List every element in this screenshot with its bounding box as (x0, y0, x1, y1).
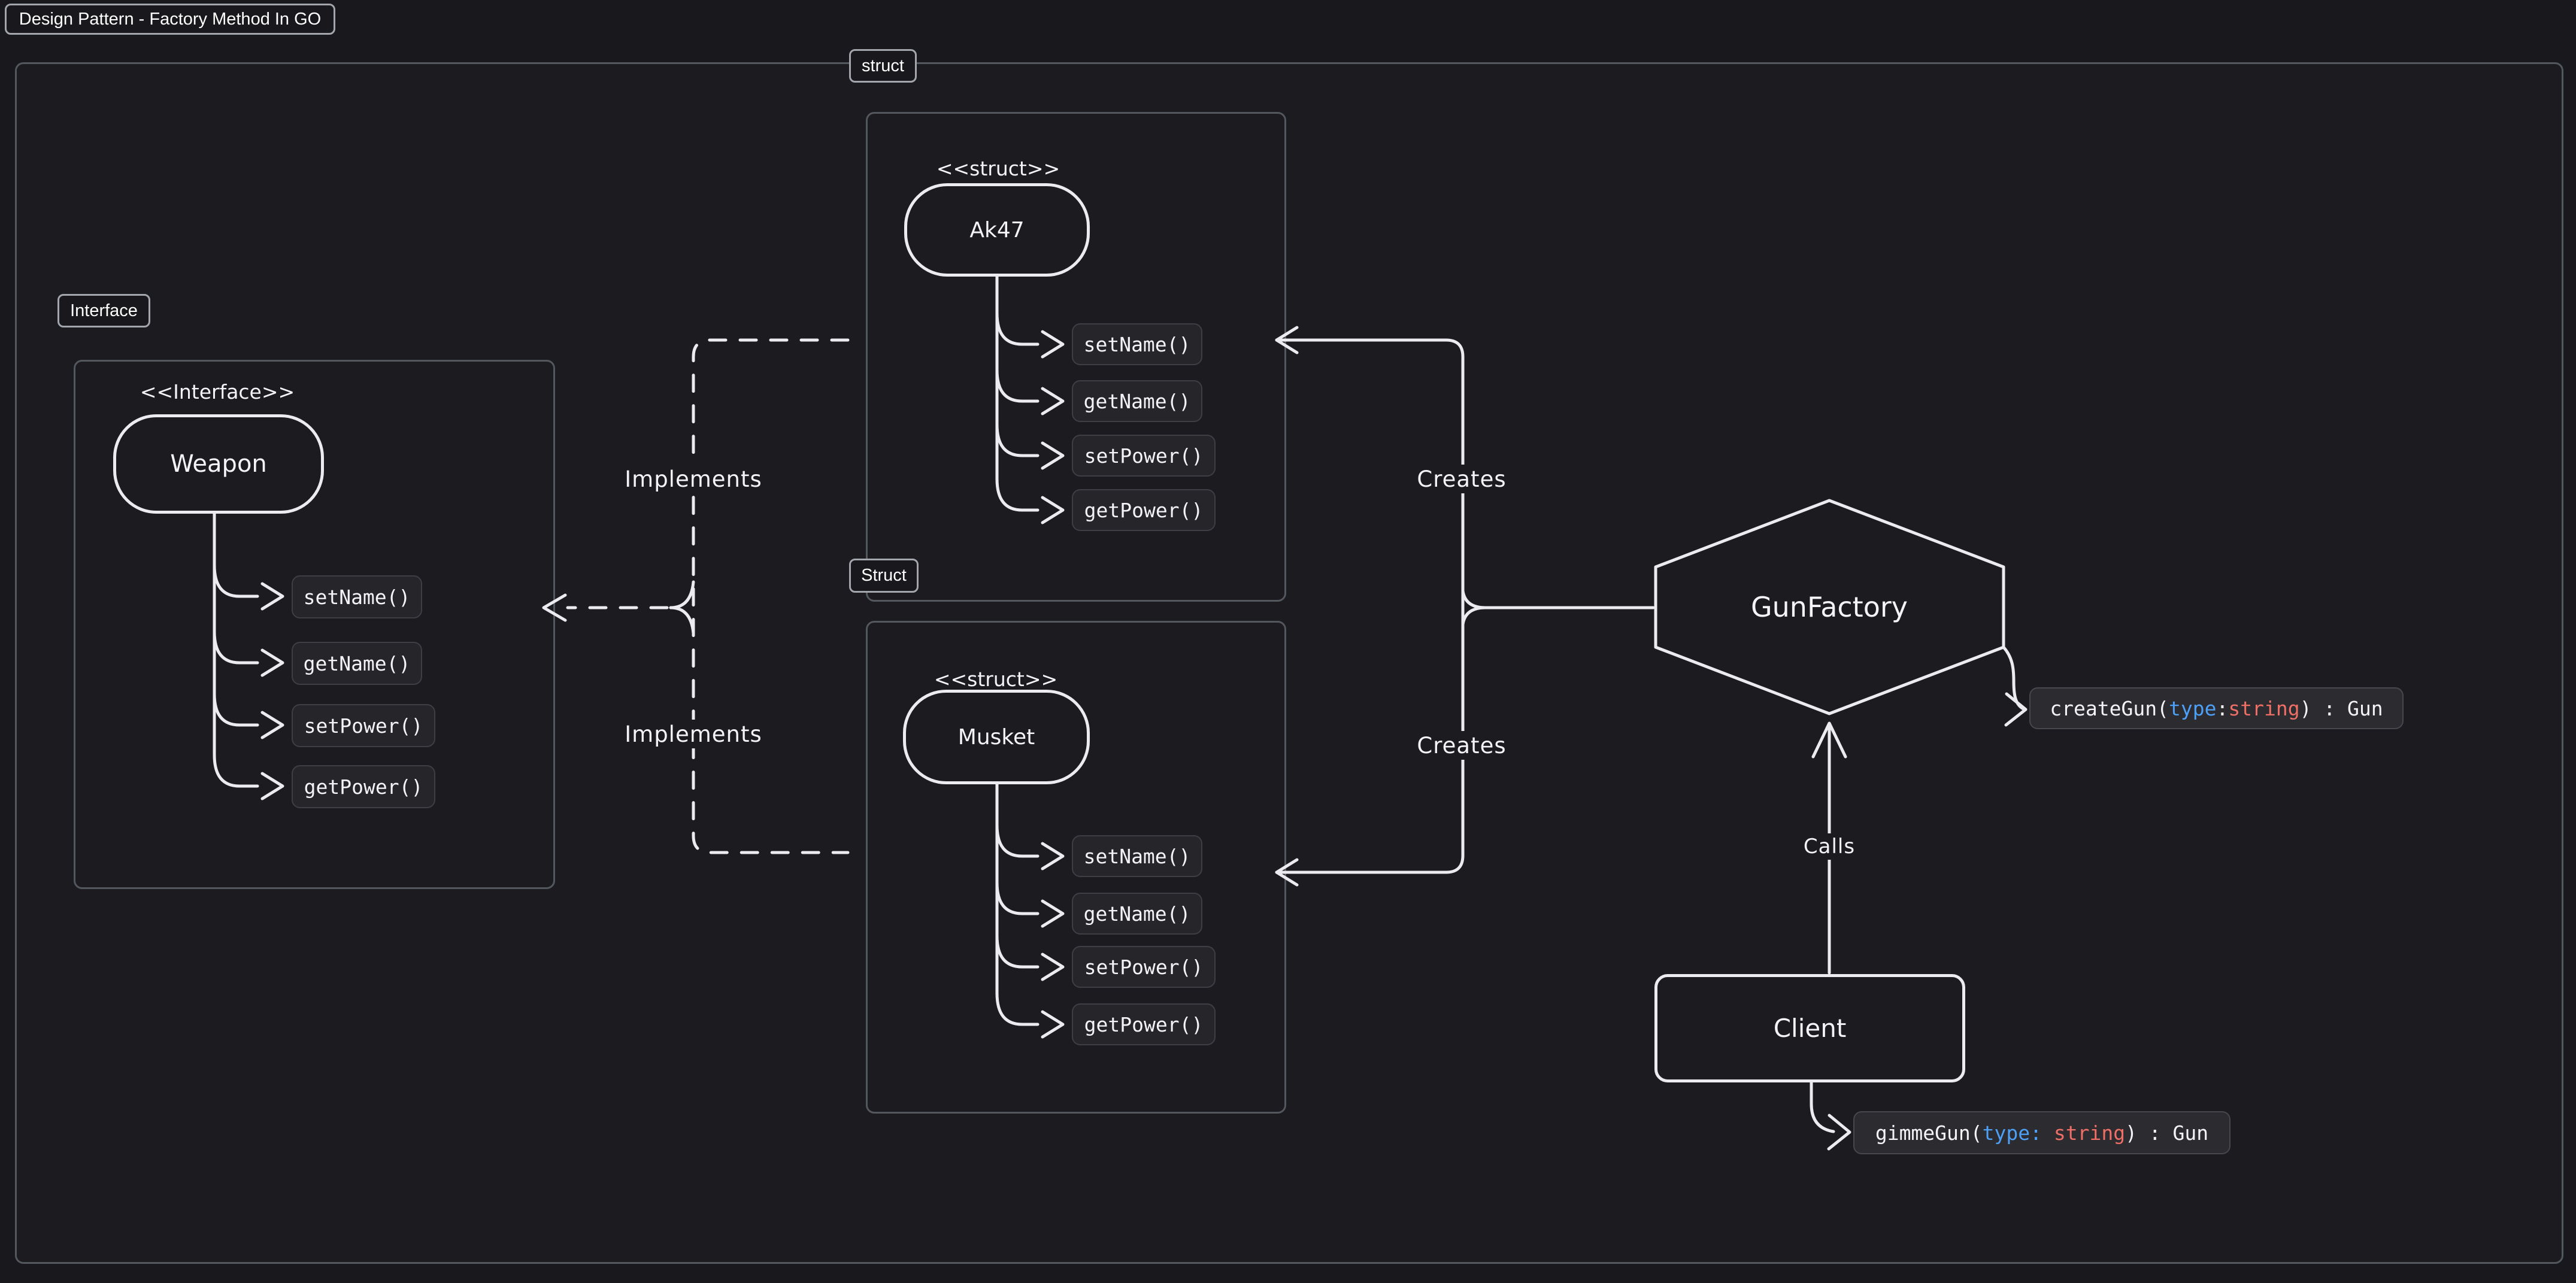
method-ak47-setname[interactable]: setName() (1072, 323, 1202, 365)
edge-weapon-methods[interactable] (213, 512, 284, 800)
node-ak47[interactable]: Ak47 (904, 183, 1090, 277)
code-token: : (2216, 696, 2229, 720)
code-token: ) (2125, 1121, 2137, 1145)
method-text: getName() (1083, 902, 1191, 926)
edge-client-gimmegun[interactable] (1810, 1081, 1851, 1151)
edge-label-creates-bottom[interactable]: Creates (1408, 731, 1516, 760)
edge-label-text: Calls (1803, 835, 1856, 859)
code-token: type (2169, 696, 2217, 720)
method-text: getPower() (1084, 1012, 1204, 1036)
code-chip-creategun[interactable]: createGun(type:string) : Gun (2029, 687, 2404, 729)
stereotype-musket[interactable]: <<struct>> (906, 667, 1086, 691)
method-text: setPower() (1084, 444, 1204, 468)
edge-implements-bracket[interactable] (542, 338, 850, 854)
code-token: ) (2299, 696, 2312, 720)
method-text: getPower() (1084, 498, 1204, 522)
edge-label-implements-bottom[interactable]: Implements (616, 720, 771, 748)
frame-label-text: struct (862, 56, 904, 75)
stereotype-ak47[interactable]: <<struct>> (908, 156, 1088, 180)
code-token: : Gun (2136, 1121, 2209, 1145)
node-musket[interactable]: Musket (903, 690, 1090, 784)
method-text: getName() (303, 651, 411, 675)
edge-label-creates-top[interactable]: Creates (1408, 465, 1516, 493)
edge-musket-methods[interactable] (995, 782, 1065, 1039)
frame-label-text: Interface (70, 301, 138, 320)
method-text: setName() (1083, 844, 1191, 868)
method-weapon-getpower[interactable]: getPower() (292, 765, 435, 808)
node-gunfactory-label: GunFactory (1725, 590, 1934, 624)
code-chip-gimmegun[interactable]: gimmeGun(type: string) : Gun (1853, 1111, 2230, 1154)
frame-label-text: Struct (861, 566, 907, 585)
node-client[interactable]: Client (1654, 974, 1965, 1082)
method-text: setPower() (1084, 955, 1204, 979)
code-token: : Gun (2311, 696, 2383, 720)
node-name: Client (1773, 1014, 1847, 1043)
method-weapon-setpower[interactable]: setPower() (292, 704, 435, 747)
method-musket-getpower[interactable]: getPower() (1072, 1003, 1216, 1045)
stereotype-weapon[interactable]: <<Interface>> (128, 380, 307, 404)
method-weapon-setname[interactable]: setName() (292, 575, 422, 618)
node-gunfactory-shape[interactable] (1654, 499, 2005, 715)
method-text: getPower() (304, 775, 423, 799)
code-token (2042, 1121, 2054, 1145)
diagram-title-text: Design Pattern - Factory Method In GO (19, 9, 322, 29)
code-token: string (2228, 696, 2300, 720)
edge-label-text: Creates (1417, 466, 1507, 492)
node-name: Weapon (170, 450, 267, 478)
frame-label-interface[interactable]: Interface (57, 294, 150, 327)
node-name: Musket (957, 724, 1035, 750)
code-token: string (2053, 1121, 2126, 1145)
edge-label-implements-top[interactable]: Implements (616, 465, 771, 493)
method-text: setName() (1083, 332, 1191, 356)
method-ak47-setpower[interactable]: setPower() (1072, 435, 1216, 477)
edge-ak47-methods[interactable] (995, 275, 1065, 524)
code-token: createGun( (2050, 696, 2169, 720)
edge-creates-bracket[interactable] (1275, 326, 1655, 887)
method-text: setPower() (304, 714, 423, 738)
edge-label-text: Implements (625, 721, 762, 747)
method-weapon-getname[interactable]: getName() (292, 642, 422, 685)
method-text: setName() (303, 585, 411, 609)
diagram-title[interactable]: Design Pattern - Factory Method In GO (5, 4, 335, 35)
method-musket-setpower[interactable]: setPower() (1072, 946, 1216, 988)
method-musket-setname[interactable]: setName() (1072, 835, 1202, 877)
method-musket-getname[interactable]: getName() (1072, 893, 1202, 935)
frame-label-struct[interactable]: struct (849, 49, 917, 83)
stereotype-text: <<struct>> (934, 667, 1058, 691)
stereotype-text: <<struct>> (936, 156, 1060, 180)
frame-label-struct-2[interactable]: Struct (849, 559, 919, 593)
code-token: type: (1982, 1121, 2042, 1145)
edge-label-calls[interactable]: Calls (1787, 833, 1871, 860)
node-weapon[interactable]: Weapon (113, 414, 324, 514)
method-ak47-getpower[interactable]: getPower() (1072, 489, 1216, 531)
node-name: GunFactory (1751, 591, 1908, 623)
edge-label-text: Implements (625, 466, 762, 492)
method-ak47-getname[interactable]: getName() (1072, 380, 1202, 422)
code-token: gimmeGun( (1875, 1121, 1983, 1145)
node-name: Ak47 (969, 217, 1025, 242)
method-text: getName() (1083, 389, 1191, 413)
edge-label-text: Creates (1417, 732, 1507, 759)
edge-factory-creategun[interactable] (2002, 645, 2028, 727)
stereotype-text: <<Interface>> (140, 380, 295, 404)
